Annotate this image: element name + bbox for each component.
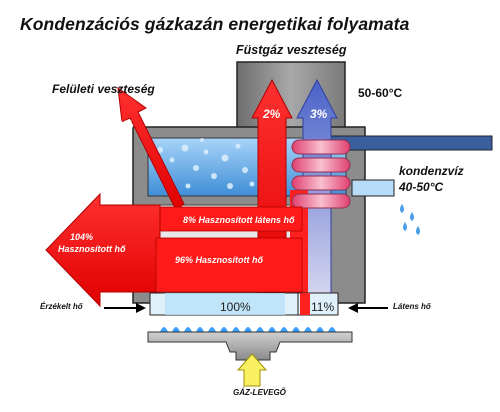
sensible-heat-band [155, 237, 303, 293]
heating-pipe [329, 135, 493, 151]
condensate-outlet [351, 179, 395, 197]
diagram-title: Kondenzációs gázkazán energetikai folyam… [20, 14, 410, 34]
sensible-heat-arrow [104, 303, 146, 313]
burner [147, 331, 353, 361]
latent-used-label: 8% Hasznosított látens hő [183, 215, 295, 225]
surface-loss-label: Felületi veszteség [52, 82, 155, 96]
latent-heat-band [151, 206, 303, 232]
surface-loss-arrow [117, 86, 185, 211]
burner-flames [160, 327, 336, 332]
gas-air-arrow [236, 353, 268, 387]
gas-air-label: GÁZ-LEVEGŐ [233, 388, 286, 397]
flue-temp-label: 50-60°C [358, 86, 403, 100]
input-sensible-fill [165, 293, 285, 315]
input-latent-fill [300, 293, 310, 315]
heat-exchanger-coil [291, 139, 351, 209]
useful-heat-value: 104% [70, 232, 94, 242]
useful-heat-label: Hasznosított hő [58, 244, 126, 254]
flue-gas-loss-label: Füstgáz veszteség [236, 43, 347, 57]
condensate-temp-label: 40-50°C [399, 180, 444, 194]
sensible-used-label: 96% Hasznosított hő [175, 255, 264, 265]
latent-heat-arrow [348, 303, 388, 313]
sensible-heat-label: Érzékelt hő [40, 302, 83, 311]
flue-blue-value: 3% [310, 107, 328, 121]
flue-red-value: 2% [263, 107, 281, 121]
surface-loss-value: 2% [116, 118, 134, 132]
condensate-drops [400, 204, 420, 235]
latent-heat-label: Látens hő [393, 302, 431, 311]
input-latent-value: 11% [311, 300, 335, 314]
useful-heat-arrow [45, 192, 161, 308]
condensate-label: kondenzvíz [399, 164, 464, 178]
input-sensible-value: 100% [220, 300, 251, 314]
